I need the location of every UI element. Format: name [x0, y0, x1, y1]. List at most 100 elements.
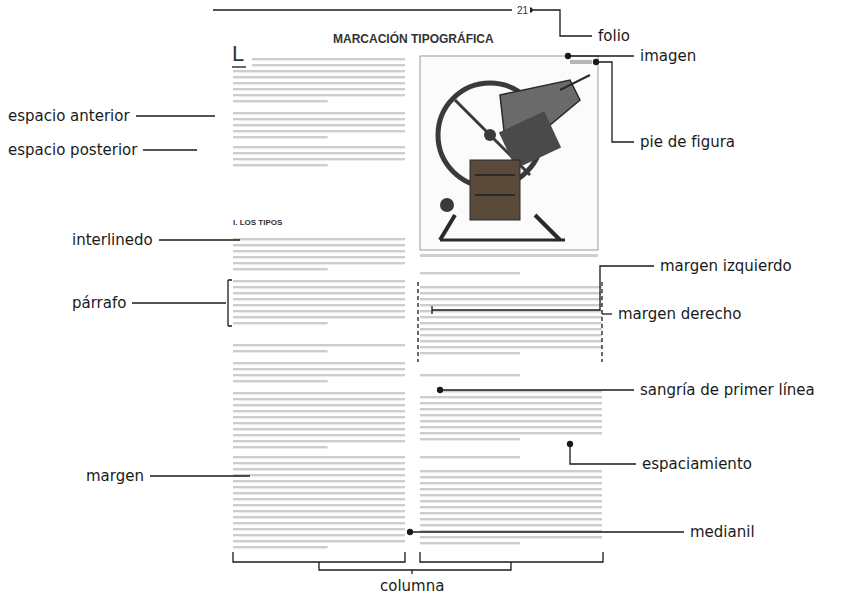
text-line	[233, 422, 405, 424]
text-line	[420, 506, 602, 508]
text-line	[420, 396, 602, 398]
text-line	[233, 504, 405, 506]
text-line	[233, 440, 405, 442]
callout-label: margen	[86, 466, 144, 486]
text-line	[233, 244, 405, 246]
text-line	[420, 316, 602, 318]
text-line	[233, 398, 405, 400]
text-line	[233, 456, 405, 458]
callout-label: medianil	[690, 522, 755, 542]
text-line	[420, 402, 602, 404]
text-line	[233, 250, 405, 252]
text-line	[420, 414, 602, 416]
drop-cap: L	[232, 40, 244, 68]
text-line	[233, 344, 405, 346]
text-line	[233, 298, 405, 300]
callout-label: folio	[598, 26, 630, 46]
callout-label: margen derecho	[618, 304, 741, 324]
text-line	[420, 334, 602, 336]
callout-label: sangría de primer línea	[640, 380, 815, 400]
text-line	[233, 498, 405, 500]
text-line	[233, 88, 405, 90]
text-line	[233, 304, 405, 306]
leader-line	[132, 302, 226, 303]
text-line	[233, 256, 405, 258]
text-line	[233, 380, 328, 382]
text-line	[233, 522, 405, 524]
callout-label: pie de figura	[640, 132, 735, 152]
text-line	[420, 346, 602, 348]
text-line	[420, 456, 520, 458]
text-line	[420, 426, 602, 428]
text-lines	[233, 58, 602, 548]
text-line	[420, 476, 602, 478]
text-line	[420, 524, 602, 526]
text-line	[233, 112, 405, 114]
callout-label: espacio anterior	[8, 106, 130, 126]
text-line	[233, 350, 328, 352]
text-line	[420, 286, 602, 288]
text-line	[420, 494, 602, 496]
callout-label: imagen	[640, 46, 696, 66]
text-line	[420, 352, 520, 354]
text-line	[233, 528, 405, 530]
text-line	[233, 516, 405, 518]
text-line	[420, 536, 602, 538]
text-line	[233, 510, 405, 512]
leader-line	[136, 115, 215, 116]
text-line	[233, 292, 405, 294]
callout-label: columna	[380, 576, 444, 596]
text-line	[233, 546, 328, 548]
text-line	[233, 76, 405, 78]
text-line	[233, 434, 405, 436]
text-line	[233, 268, 328, 270]
text-line	[252, 58, 405, 60]
text-line	[233, 362, 405, 364]
text-line	[420, 304, 602, 306]
text-line	[233, 158, 405, 160]
text-line	[252, 64, 405, 66]
text-line	[233, 416, 405, 418]
callout-label: interlinedo	[72, 230, 153, 250]
text-line	[233, 322, 328, 324]
text-line	[233, 368, 405, 370]
text-line	[233, 374, 405, 376]
text-line	[420, 328, 602, 330]
callout-label: párrafo	[72, 293, 126, 313]
text-line	[233, 136, 328, 138]
text-line	[233, 70, 405, 72]
text-line	[233, 474, 405, 476]
text-line	[420, 512, 602, 514]
text-line	[233, 152, 405, 154]
text-line	[420, 340, 602, 342]
text-line	[420, 438, 520, 440]
text-line	[420, 482, 602, 484]
text-line	[420, 420, 602, 422]
text-line	[233, 164, 328, 166]
text-line	[233, 280, 405, 282]
text-line	[233, 130, 405, 132]
text-line	[233, 534, 405, 536]
callout-label: espaciamiento	[642, 454, 752, 474]
text-line	[420, 374, 520, 376]
page-title: MARCACIÓN TIPOGRÁFICA	[333, 32, 494, 47]
text-line	[233, 492, 405, 494]
leader-line	[143, 149, 197, 150]
text-line	[420, 470, 602, 472]
text-line	[420, 432, 602, 434]
text-line	[233, 404, 405, 406]
text-line	[233, 480, 405, 482]
text-line	[420, 488, 602, 490]
text-line	[233, 94, 405, 96]
text-line	[233, 262, 405, 264]
text-line	[420, 408, 602, 410]
text-line	[233, 486, 405, 488]
text-line	[233, 462, 405, 464]
callout-label: espacio posterior	[8, 140, 137, 160]
text-line	[420, 542, 520, 544]
text-line	[233, 392, 405, 394]
section-heading: I. LOS TIPOS	[233, 218, 282, 228]
text-line	[233, 286, 405, 288]
text-line	[233, 100, 328, 102]
